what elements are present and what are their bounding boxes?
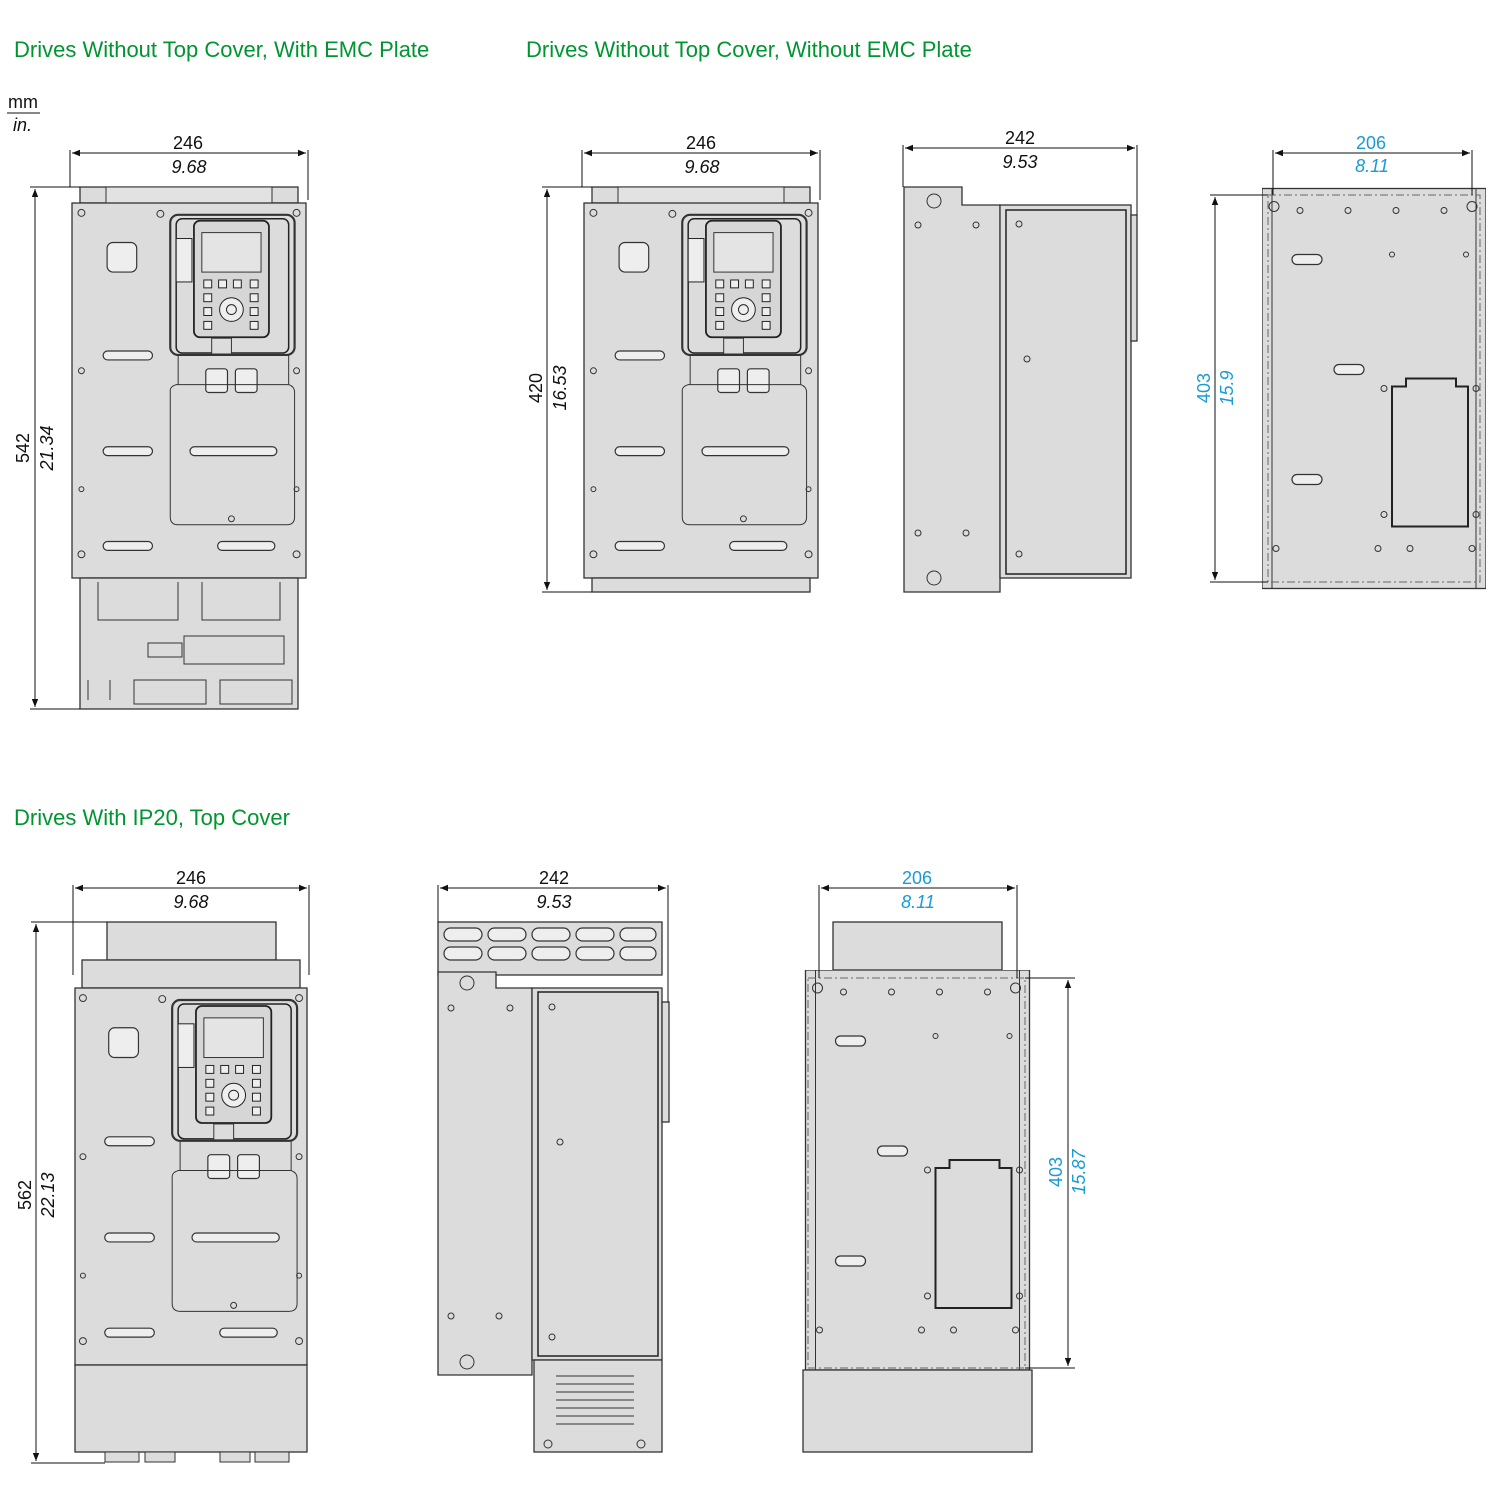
emc-front-width-in: 9.68 [171,157,206,177]
no-emc-front-height-in: 16.53 [550,365,570,410]
ip20-side-view: 242 9.53 [437,868,670,1453]
no-emc-back-height-mm: 403 [1194,373,1214,403]
title-ip20-top-cover: Drives With IP20, Top Cover [14,805,290,830]
ip20-front-width-in: 9.68 [173,892,208,912]
no-emc-side-view: 242 9.53 [902,128,1138,593]
ip20-front-view: 246 9.68 562 22.13 [15,868,310,1464]
no-emc-front-view: 246 9.68 420 16.53 [526,133,821,593]
emc-front-view: 246 9.68 542 21.34 [13,133,309,710]
ip20-front-height-mm: 562 [15,1180,35,1210]
ip20-back-width-mm: 206 [902,868,932,888]
no-emc-front-width-in: 9.68 [684,157,719,177]
ip20-side-width-mm: 242 [539,868,569,888]
emc-front-width-mm: 246 [173,133,203,153]
no-emc-front-width-mm: 246 [686,133,716,153]
no-emc-back-view: 206 8.11 403 15.9 [1194,133,1486,590]
no-emc-back-width-in: 8.11 [1355,156,1389,176]
no-emc-side-width-in: 9.53 [1002,152,1037,172]
title-with-emc-plate: Drives Without Top Cover, With EMC Plate [14,37,429,62]
emc-front-height-in: 21.34 [37,425,57,471]
no-emc-back-width-mm: 206 [1356,133,1386,153]
ip20-back-view: 206 8.11 403 15.87 [802,868,1089,1453]
no-emc-back-height-in: 15.9 [1217,370,1237,405]
title-without-emc-plate: Drives Without Top Cover, Without EMC Pl… [526,37,972,62]
ip20-front-width-mm: 246 [176,868,206,888]
no-emc-front-height-mm: 420 [526,373,546,403]
unit-in: in. [13,115,32,135]
ip20-back-width-in: 8.11 [901,892,935,912]
emc-front-height-mm: 542 [13,433,33,463]
unit-mm: mm [8,92,38,112]
no-emc-side-width-mm: 242 [1005,128,1035,148]
units-legend: mm in. [7,92,40,135]
ip20-side-width-in: 9.53 [536,892,571,912]
ip20-back-height-in: 15.87 [1069,1148,1089,1194]
ip20-front-height-in: 22.13 [38,1172,58,1218]
ip20-back-height-mm: 403 [1046,1157,1066,1187]
